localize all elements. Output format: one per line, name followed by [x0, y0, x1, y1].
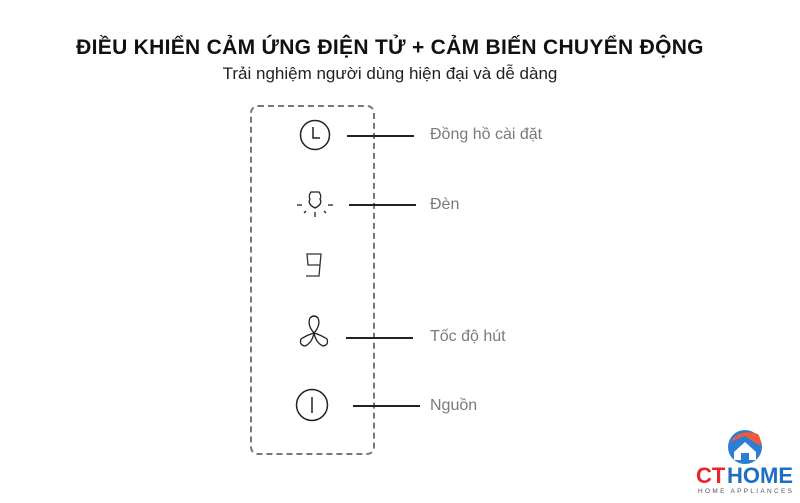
control-panel-outline [250, 105, 375, 455]
connector-line [346, 337, 413, 339]
label-timer: Đồng hồ cài đặt [430, 126, 543, 143]
clock-icon [299, 119, 331, 151]
light-bulb-icon [297, 191, 333, 217]
page-title: ĐIỀU KHIỂN CẢM ỨNG ĐIỆN TỬ + CẢM BIẾN CH… [76, 36, 704, 59]
power-icon [295, 388, 329, 422]
cthome-logo: CT HOME HOME APPLIANCES [690, 428, 800, 498]
connector-line [347, 135, 414, 137]
cthome-logo-mark: CT HOME HOME APPLIANCES [696, 430, 794, 495]
connector-line [349, 204, 416, 206]
svg-text:HOME: HOME [727, 463, 793, 488]
svg-text:CT: CT [696, 463, 726, 488]
svg-text:HOME APPLIANCES: HOME APPLIANCES [698, 488, 794, 495]
label-light: Đèn [430, 196, 460, 213]
fan-icon [299, 315, 329, 347]
label-power: Nguồn [430, 397, 478, 414]
label-fan-speed: Tốc độ hút [430, 328, 506, 345]
page-subtitle: Trải nghiệm người dùng hiện đại và dễ dà… [222, 64, 558, 83]
digit-display-icon [306, 253, 322, 277]
connector-line [353, 405, 420, 407]
